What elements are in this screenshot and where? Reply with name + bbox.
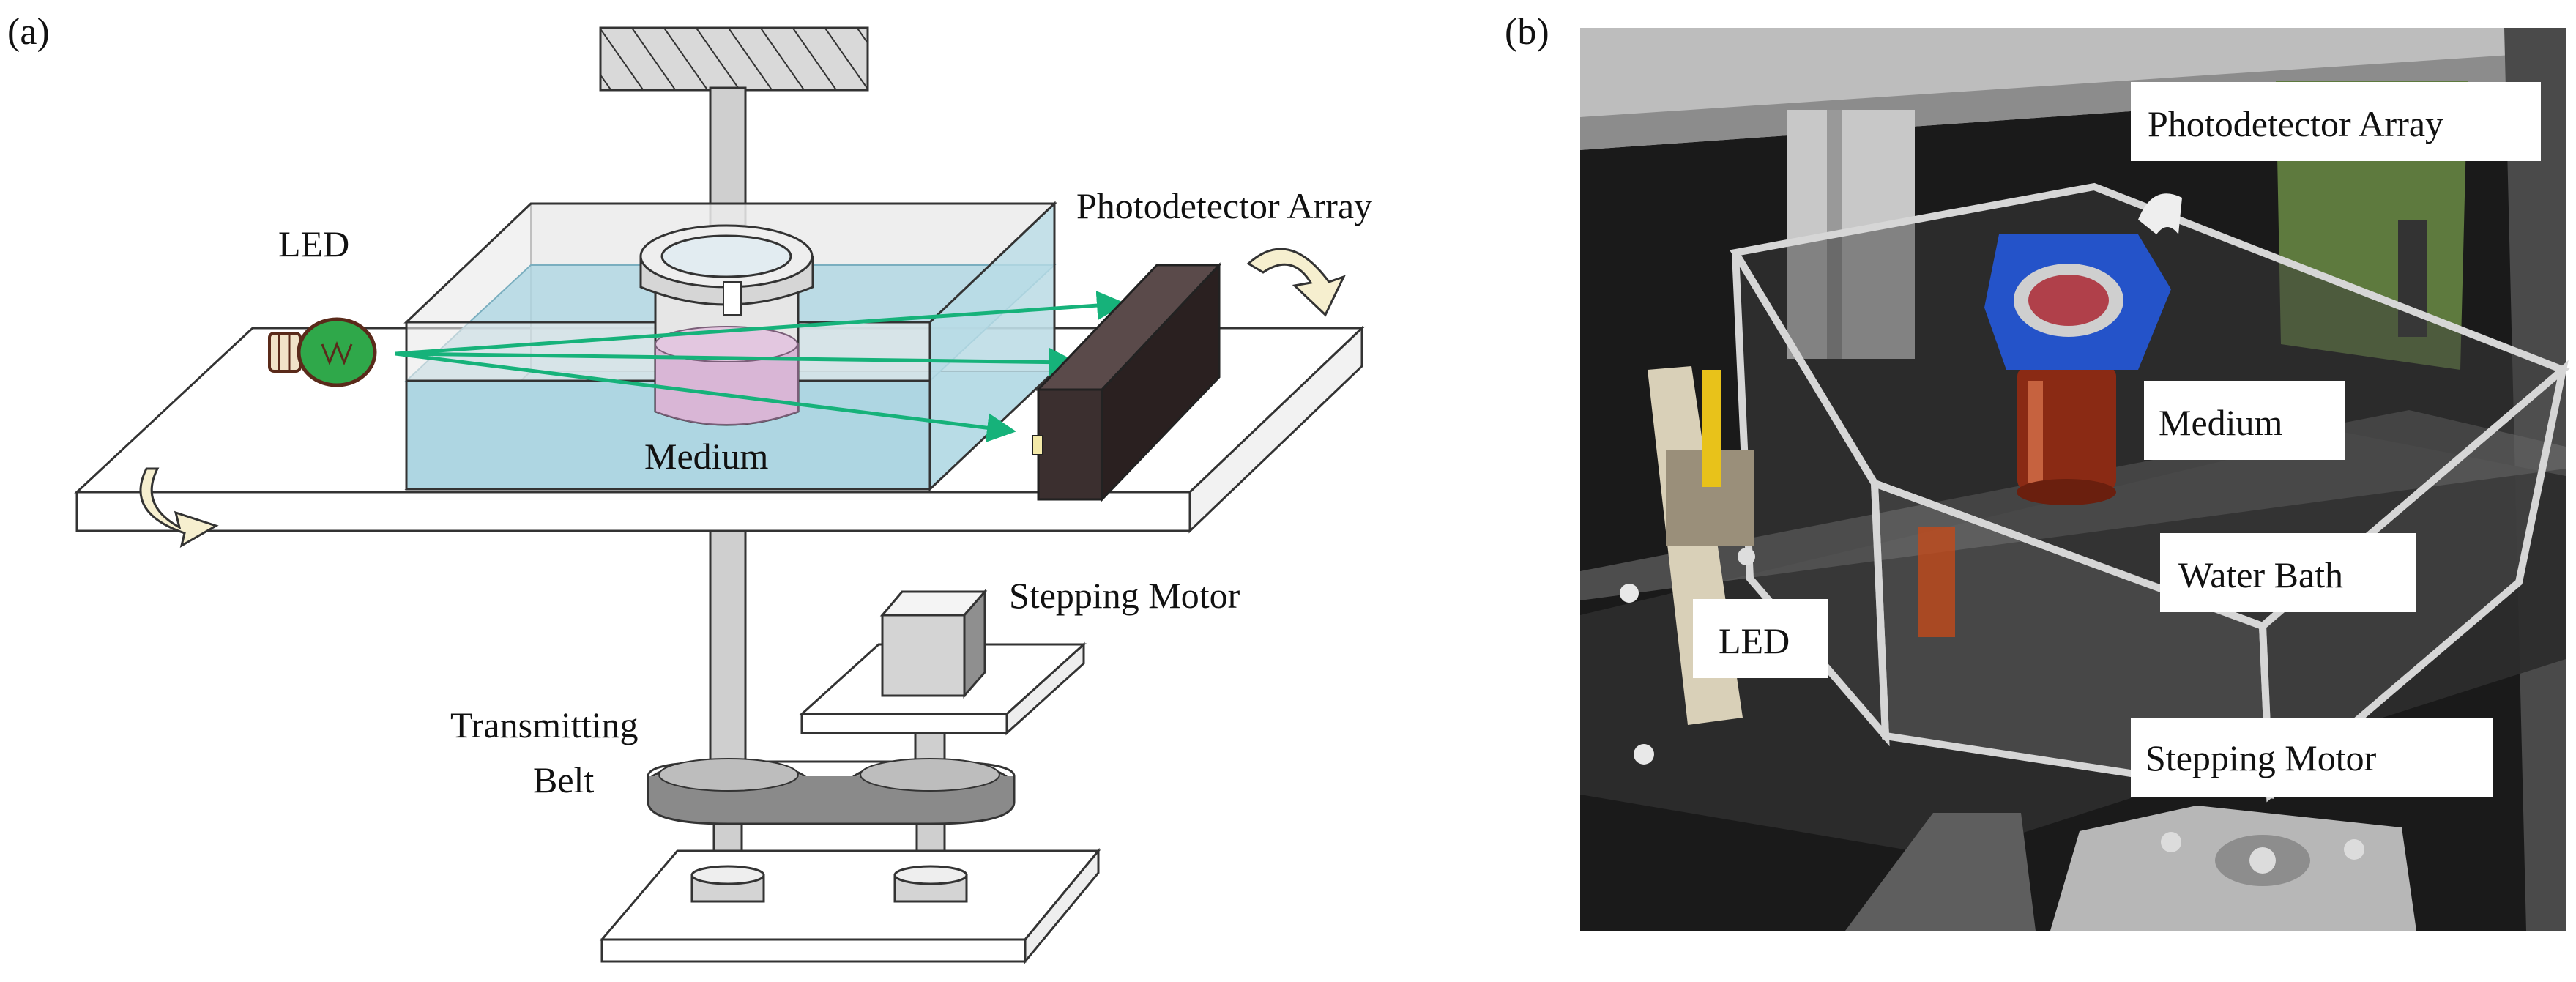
rotation-shaft [709, 529, 747, 774]
ceiling-mount [599, 26, 869, 92]
vial-holder [639, 224, 814, 316]
base-plate [599, 847, 1101, 965]
stepping-motor-photo [2050, 806, 2416, 931]
photo-stepping-motor-text: Stepping Motor [2145, 737, 2377, 778]
shaft-housing [1845, 813, 2036, 931]
photodetector-block [1032, 262, 1222, 502]
stepping-motor-block [879, 589, 988, 699]
medium-label: Medium [644, 436, 769, 477]
holder-hook [2138, 193, 2182, 234]
photodetector-label: Photodetector Array [1076, 185, 1372, 226]
photo-label-water-bath: Water Bath [2160, 533, 2416, 612]
photo-label-medium: Medium [2144, 381, 2345, 460]
photo-water-bath-text: Water Bath [2178, 554, 2343, 595]
rotation-arrow-icon [1246, 248, 1346, 317]
led-label: LED [278, 223, 349, 264]
transmitting-belt [647, 758, 1016, 825]
light-rays [395, 291, 1126, 443]
screw-icon [1634, 744, 1654, 765]
schematic-panel: (a) LED [7, 11, 1372, 965]
belt-label-line1: Transmitting [450, 704, 639, 745]
photo-photodetector-text: Photodetector Array [2148, 103, 2443, 144]
photo-medium-text: Medium [2159, 402, 2283, 443]
photo-panel: (b) [1494, 0, 2576, 978]
photo-label-photodetector: Photodetector Array [2131, 82, 2541, 161]
screw-icon [1620, 584, 1639, 603]
photo-led-text: LED [1719, 620, 1790, 661]
bearing-foot [690, 865, 765, 903]
led-bulb-icon [268, 317, 377, 387]
culture-vial [2017, 366, 2116, 505]
schematic-drawing: (a) LED [7, 11, 1372, 965]
panel-b-tag: (b) [1505, 11, 1549, 53]
stepping-motor-label: Stepping Motor [1009, 575, 1240, 616]
blue-vial-holder [1984, 234, 2171, 370]
photo-label-stepping-motor: Stepping Motor [2131, 718, 2493, 797]
bearing-foot [893, 865, 968, 903]
rotation-arrow-icon [139, 467, 219, 548]
apparatus-photo: (b) [1505, 11, 2570, 931]
orange-reflection [1918, 527, 1955, 637]
panel-a-tag: (a) [7, 11, 50, 53]
photo-label-led: LED [1693, 599, 1828, 678]
belt-label-line2: Belt [533, 759, 594, 800]
